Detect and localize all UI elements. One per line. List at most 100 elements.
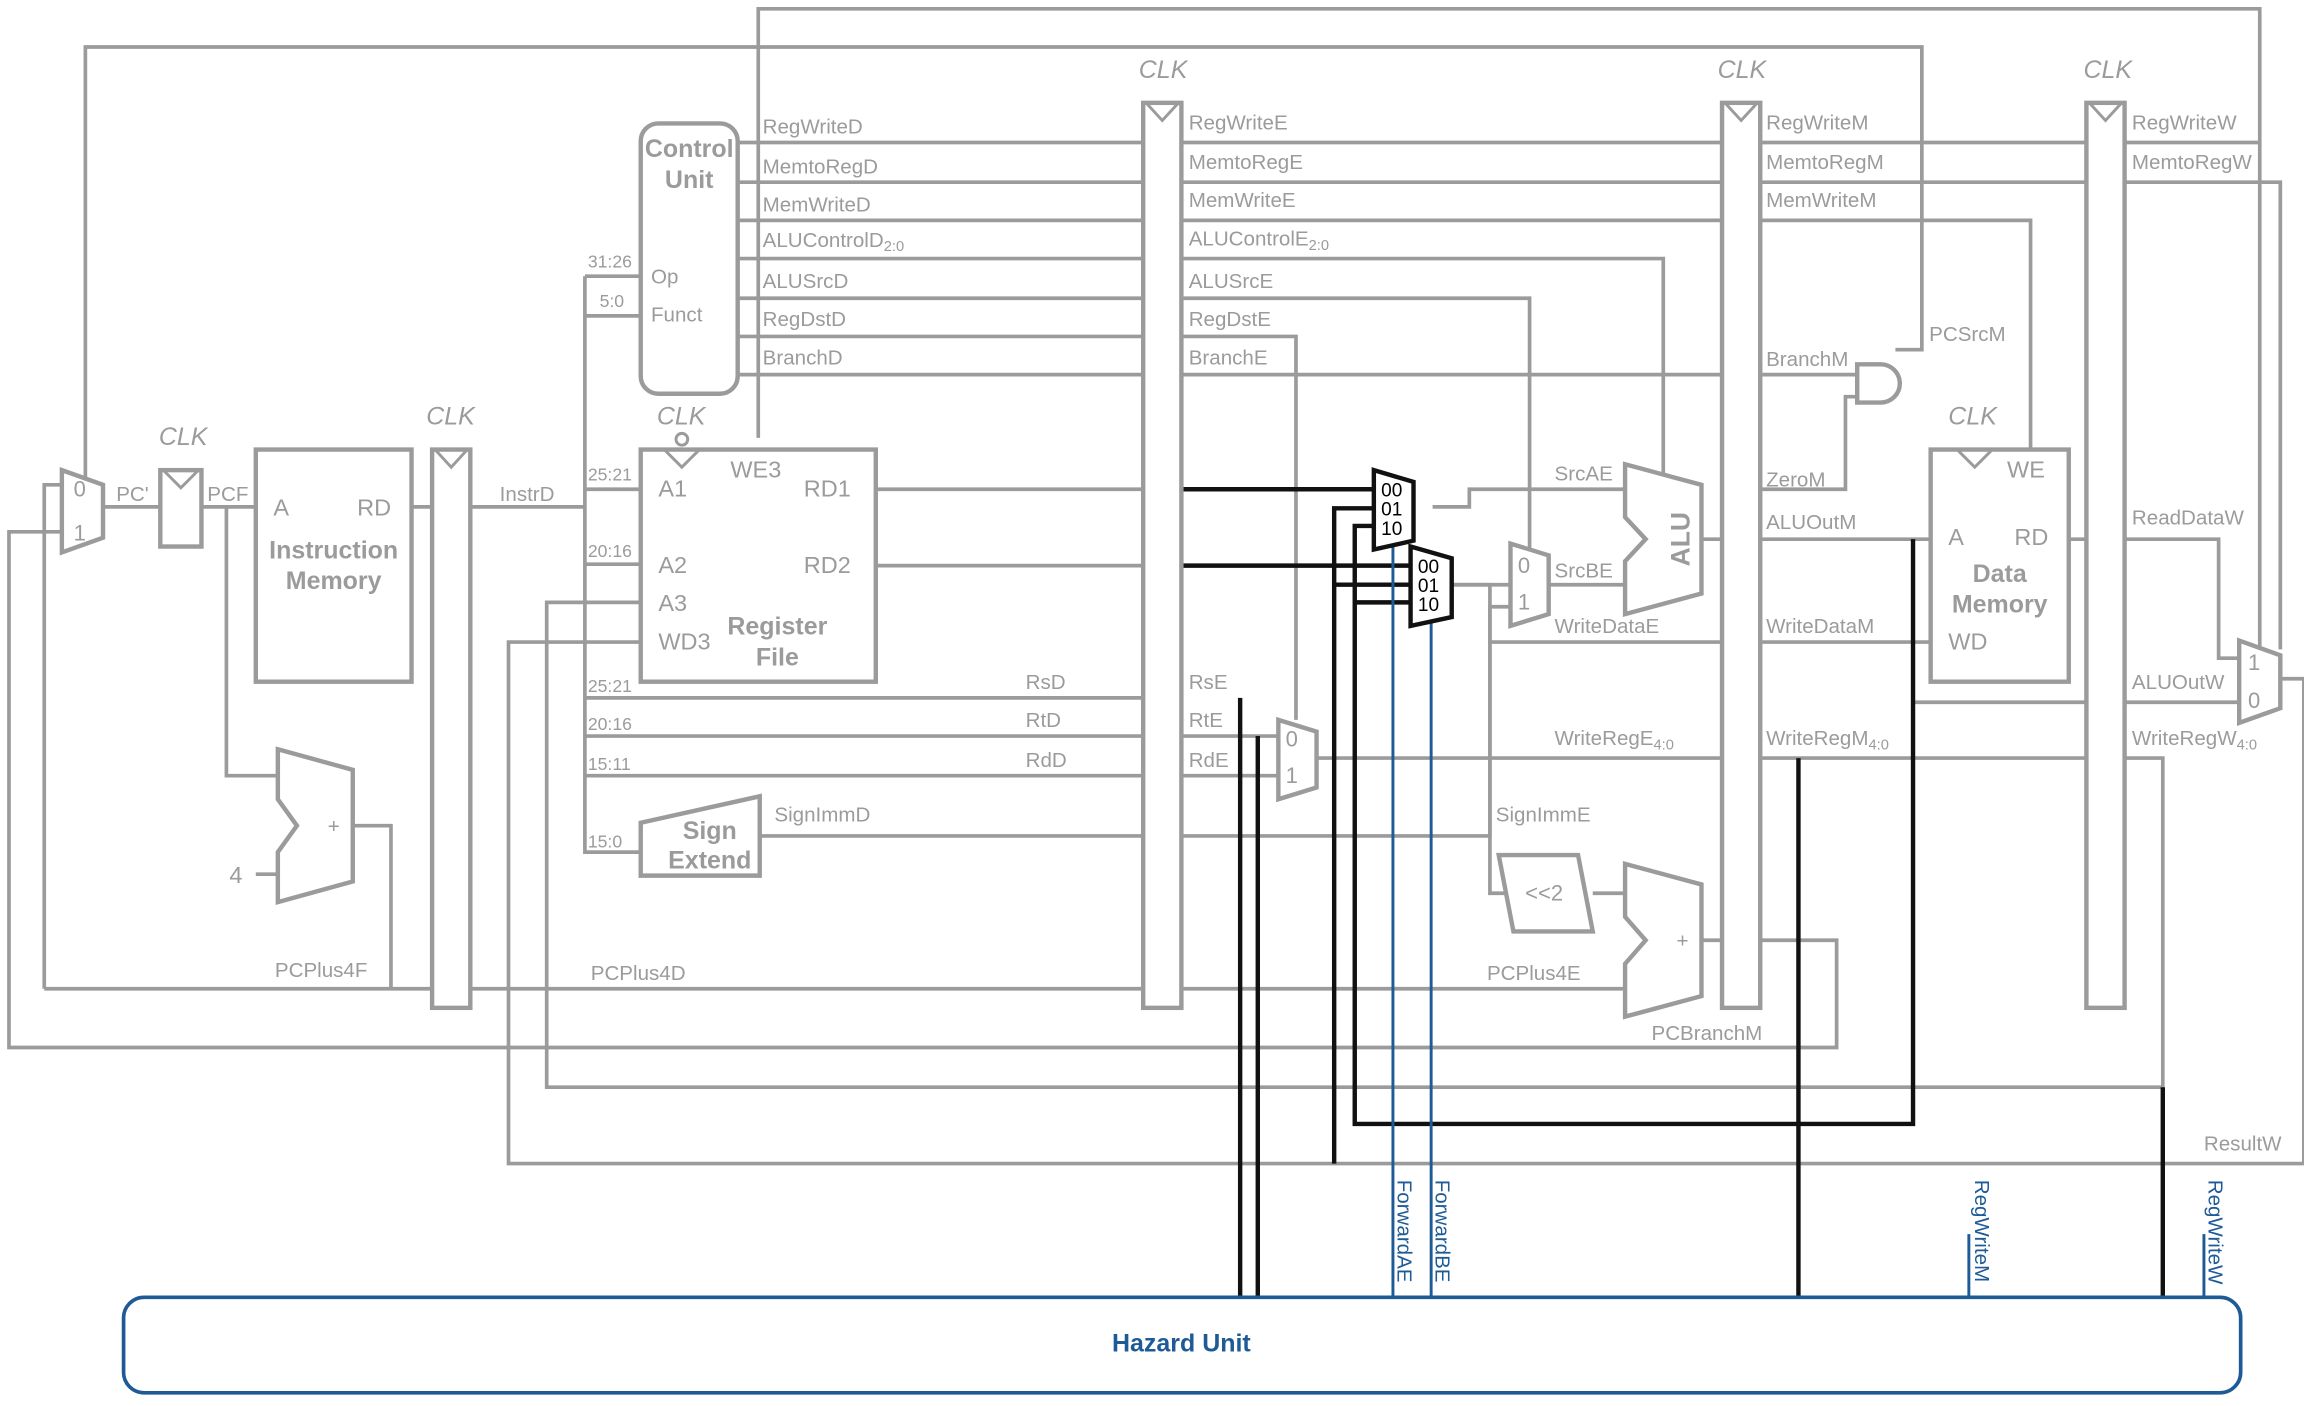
srcb-mux-1: 1 <box>1518 590 1530 615</box>
data-memory <box>1928 447 2071 684</box>
readdataw-label: ReadDataW <box>2132 506 2245 529</box>
imem-name-2: Memory <box>286 567 382 595</box>
pcf-label: PCF <box>207 483 248 506</box>
clk-label-pc: CLK <box>159 423 209 451</box>
branche-label: BranchE <box>1189 346 1268 369</box>
regfile-name-1: Register <box>727 613 827 641</box>
forwarding-wires <box>1181 487 2165 1298</box>
clk-label-de: CLK <box>1139 56 1189 84</box>
regdst-mux-0: 0 <box>1286 726 1298 751</box>
rdd-label: RdD <box>1026 749 1067 772</box>
instrd-label: InstrD <box>500 483 555 506</box>
srcb-mux <box>1508 540 1551 629</box>
pc-prime-label: PC' <box>116 483 148 506</box>
hazard-regwritew-label: RegWriteW <box>2203 1180 2226 1285</box>
memwritem-label: MemWriteM <box>1766 189 1876 212</box>
regdst-mux-1: 1 <box>1286 763 1298 788</box>
srcbe-label: SrcBE <box>1555 559 1613 582</box>
register-file <box>638 447 878 684</box>
hazard-regwritem-label: RegWriteM <box>1970 1180 1993 1282</box>
rtd-label: RtD <box>1026 709 1061 732</box>
forward-a-01: 01 <box>1381 500 1402 521</box>
regdstd-label: RegDstD <box>763 308 846 331</box>
forwardae-label: ForwardAE <box>1392 1180 1415 1283</box>
rde-label: RdE <box>1189 749 1229 772</box>
regfile-wd3-label: WD3 <box>658 628 710 654</box>
hazard-unit-title: Hazard Unit <box>1112 1330 1251 1358</box>
pipeline-register-de <box>1140 100 1184 1011</box>
srcae-label: SrcAE <box>1555 462 1613 485</box>
instruction-memory <box>253 447 414 684</box>
pipeline-register-fd <box>429 447 473 1011</box>
rsd-label: RsD <box>1026 671 1066 694</box>
memtoregd-label: MemtoRegD <box>763 155 878 178</box>
pc-register <box>158 467 204 549</box>
pipeline-register-mw <box>2084 100 2127 1011</box>
clk-label-em: CLK <box>1718 56 1768 84</box>
clk-label-fd: CLK <box>426 403 476 431</box>
writeregm-label: WriteRegM4:0 <box>1766 727 1889 753</box>
pcplus4-adder <box>275 746 355 905</box>
forward-a-00: 00 <box>1381 481 1402 502</box>
control-unit-name-1: Control <box>645 135 734 163</box>
signext-name-2: Extend <box>668 846 751 874</box>
regwrited-label: RegWriteD <box>763 116 863 139</box>
memtoregw-label: MemtoRegW <box>2132 151 2252 174</box>
branch-adder <box>1622 860 1704 1020</box>
branch-and-gate <box>1855 362 1902 405</box>
memwritee-label: MemWriteE <box>1189 189 1296 212</box>
signimme-label: SignImmE <box>1496 803 1591 826</box>
forward-b-10: 10 <box>1418 595 1439 616</box>
regfile-a3-label: A3 <box>658 590 687 616</box>
result-mux-1: 1 <box>2248 650 2260 675</box>
dmem-rd-label: RD <box>2014 524 2048 550</box>
control-unit <box>638 121 740 396</box>
memtoregm-label: MemtoRegM <box>1766 151 1884 174</box>
forward-b-mux <box>1408 543 1454 629</box>
bits-31-26: 31:26 <box>588 251 632 271</box>
alucontrold-label: ALUControlD2:0 <box>763 229 904 255</box>
datapath-wires <box>7 6 2304 1166</box>
forward-b-01: 01 <box>1418 576 1439 597</box>
regwritee-label: RegWriteE <box>1189 111 1288 134</box>
forward-a-10: 10 <box>1381 519 1402 540</box>
clk-label-dmem: CLK <box>1948 403 1998 431</box>
imem-rd-label: RD <box>357 495 391 521</box>
imem-a-label: A <box>273 495 289 521</box>
rte-label: RtE <box>1189 709 1223 732</box>
regdste-label: RegDstE <box>1189 308 1271 331</box>
shift-left-2 <box>1496 852 1596 934</box>
pipeline-register-em <box>1719 100 1763 1011</box>
hazard-control-wires <box>1391 543 2206 1298</box>
constant-four: 4 <box>229 862 242 888</box>
result-mux-0: 0 <box>2248 688 2260 713</box>
writedatam-label: WriteDataM <box>1766 615 1874 638</box>
srcb-mux-0: 0 <box>1518 553 1530 578</box>
alu-label: ALU <box>1666 512 1696 566</box>
branch-adder-plus: + <box>1676 930 1688 953</box>
clk-label-regfile: CLK <box>657 403 707 431</box>
imem-name-1: Instruction <box>269 536 398 564</box>
pc-mux-1: 1 <box>74 521 86 546</box>
resultw-label: ResultW <box>2204 1132 2282 1155</box>
control-unit-name-2: Unit <box>665 166 714 194</box>
bits-20-16-a2: 20:16 <box>588 541 632 561</box>
bits-15-11-rd: 15:11 <box>588 754 631 774</box>
alusrce-label: ALUSrcE <box>1189 270 1274 293</box>
regfile-a1-label: A1 <box>658 476 687 502</box>
bits-25-21-rs: 25:21 <box>588 676 632 696</box>
pc-mux <box>59 467 106 556</box>
regfile-a2-label: A2 <box>658 552 687 578</box>
control-funct-label: Funct <box>651 304 703 327</box>
rse-label: RsE <box>1189 671 1228 694</box>
forwardbe-label: ForwardBE <box>1431 1180 1454 1283</box>
branchd-label: BranchD <box>763 346 843 369</box>
aluoutm-label: ALUOutM <box>1766 511 1856 534</box>
regfile-rd1-label: RD1 <box>804 476 851 502</box>
pc-mux-0: 0 <box>74 477 86 502</box>
regfile-rd2-label: RD2 <box>804 552 851 578</box>
aluoutw-label: ALUOutW <box>2132 671 2225 694</box>
pcplus4e-label: PCPlus4E <box>1487 962 1581 985</box>
memtorege-label: MemtoRegE <box>1189 151 1303 174</box>
